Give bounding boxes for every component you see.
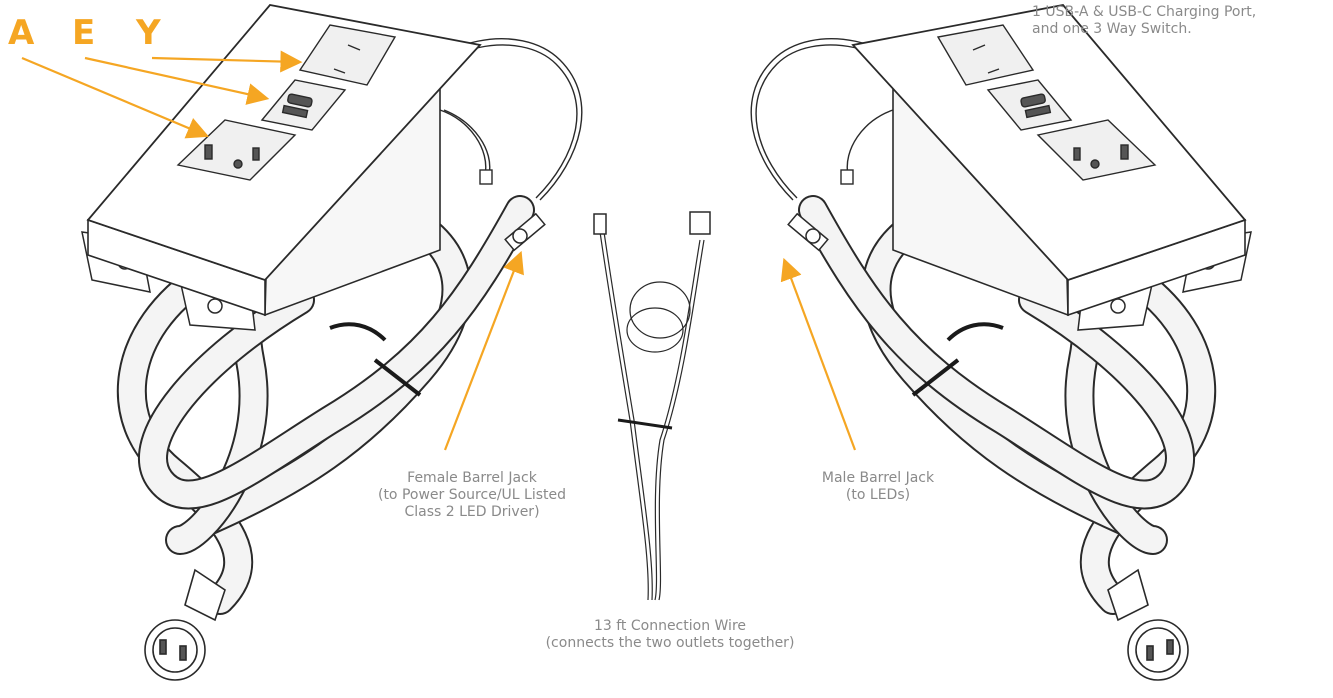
connection-wire-line2: (connects the two outlets together) [520, 635, 820, 652]
female-jack-label: Female Barrel Jack (to Power Source/UL L… [372, 470, 572, 521]
female-jack-line2: (to Power Source/UL Listed [372, 487, 572, 504]
right-plug-icon [1108, 570, 1188, 680]
male-jack-line2: (to LEDs) [778, 487, 978, 504]
callout-letter-e: E [72, 16, 95, 50]
top-note-line2: and one 3 Way Switch. [1032, 21, 1332, 38]
left-outlet-unit [82, 5, 582, 680]
male-jack-line1: Male Barrel Jack [778, 470, 978, 487]
top-note-line1: 1 USB-A & USB-C Charging Port, [1032, 4, 1332, 21]
right-outlet-unit [751, 5, 1251, 680]
female-jack-line3: Class 2 LED Driver) [372, 504, 572, 521]
connection-wire-label: 13 ft Connection Wire (connects the two … [520, 618, 820, 652]
top-note: 1 USB-A & USB-C Charging Port, and one 3… [1032, 4, 1332, 38]
arrow-a-to-outlet [22, 58, 205, 135]
callout-letter-a: A [8, 16, 34, 50]
male-jack-label: Male Barrel Jack (to LEDs) [778, 470, 978, 504]
female-jack-line1: Female Barrel Jack [372, 470, 572, 487]
connection-wire-line1: 13 ft Connection Wire [520, 618, 820, 635]
callout-letter-y: Y [136, 16, 161, 50]
left-plug-icon [145, 570, 225, 680]
connection-wire-icon [594, 212, 710, 600]
